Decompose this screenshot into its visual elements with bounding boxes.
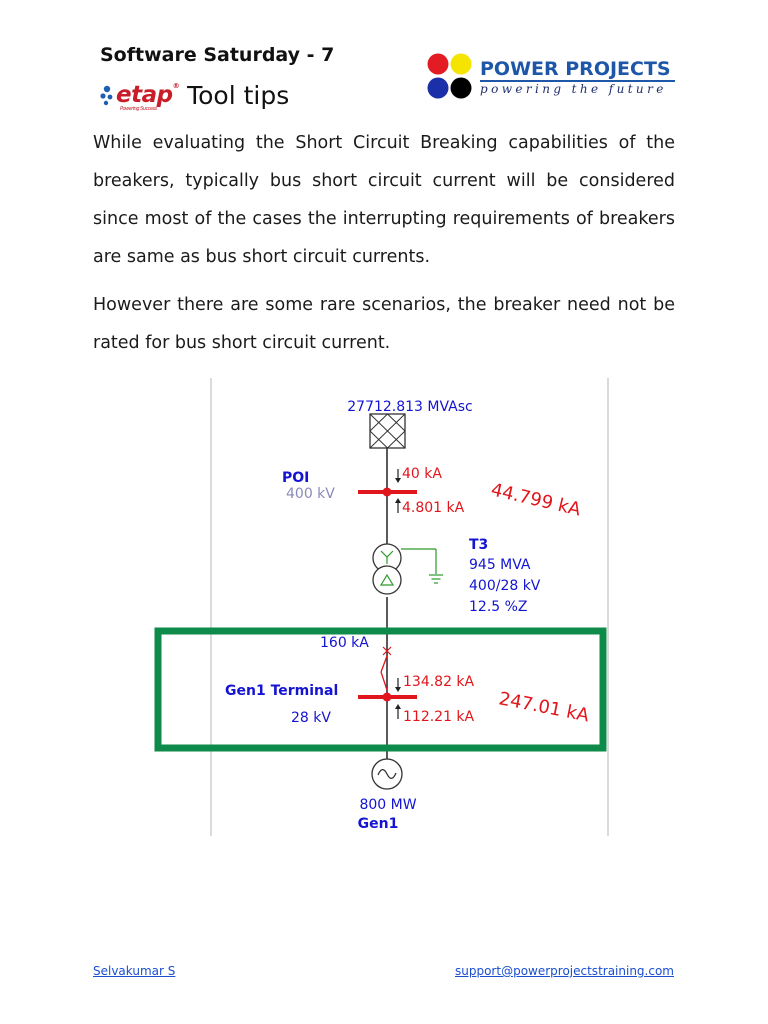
generator-icon — [371, 758, 403, 790]
transformer-name: T3 — [469, 537, 488, 553]
brand-tagline: powering the future — [480, 82, 667, 96]
generator-rating: 800 MW — [359, 797, 416, 813]
utility-source-icon — [369, 413, 406, 449]
brand-divider — [480, 80, 675, 82]
email-link[interactable]: support@powerprojectstraining.com — [455, 964, 674, 978]
gen-terminal-total-fault: 247.01 kA — [497, 688, 591, 726]
gen-terminal-name: Gen1 Terminal — [225, 683, 338, 699]
poi-name: POI — [282, 470, 309, 486]
etap-logo-text: etap — [116, 82, 173, 108]
paragraph-2: However there are some rare scenarios, t… — [93, 295, 675, 353]
poi-voltage: 400 kV — [286, 486, 335, 502]
power-projects-logo: POWER PROJECTS powering the future — [427, 53, 677, 101]
gen-terminal-bus-node — [382, 692, 392, 702]
ground-icon — [429, 574, 443, 584]
etap-logo: etap® Powering Success — [98, 82, 180, 112]
highlight-box — [154, 627, 607, 752]
brand-name: POWER PROJECTS — [480, 58, 671, 80]
gen-terminal-voltage: 28 kV — [291, 710, 331, 726]
transformer-icon — [372, 543, 437, 595]
etap-tool-tips-heading: etap® Powering Success Tool tips — [98, 78, 289, 112]
poi-current-top: 40 kA — [402, 466, 442, 482]
poi-bus-node — [382, 487, 392, 497]
tool-tips-label: Tool tips — [187, 80, 290, 110]
paragraph-1: While evaluating the Short Circuit Break… — [93, 133, 675, 267]
author-link[interactable]: Selvakumar S — [93, 964, 176, 978]
poi-total-fault: 44.799 kA — [489, 479, 583, 520]
breaker-icon — [380, 646, 392, 691]
transformer-rating: 945 MVA — [469, 557, 531, 573]
transformer-impedance: 12.5 %Z — [469, 599, 528, 615]
page-title: Software Saturday - 7 — [100, 44, 335, 66]
arrow-down-icon — [395, 678, 401, 692]
gen-terminal-current-top: 134.82 kA — [403, 674, 475, 690]
arrow-up-icon — [395, 498, 401, 513]
etap-tagline: Powering Success — [120, 106, 157, 112]
arrow-up-icon — [395, 704, 401, 719]
source-mvasc-label: 27712.813 MVAsc — [347, 399, 473, 415]
generator-name: Gen1 — [358, 816, 399, 832]
transformer-voltage: 400/28 kV — [469, 578, 541, 594]
arrow-down-icon — [395, 469, 401, 483]
poi-current-bottom: 4.801 kA — [402, 500, 465, 516]
gen-terminal-current-bottom: 112.21 kA — [403, 709, 475, 725]
breaker-rating: 160 kA — [320, 635, 369, 651]
brand-dots-icon — [427, 53, 472, 99]
etap-logo-icon — [100, 85, 113, 106]
